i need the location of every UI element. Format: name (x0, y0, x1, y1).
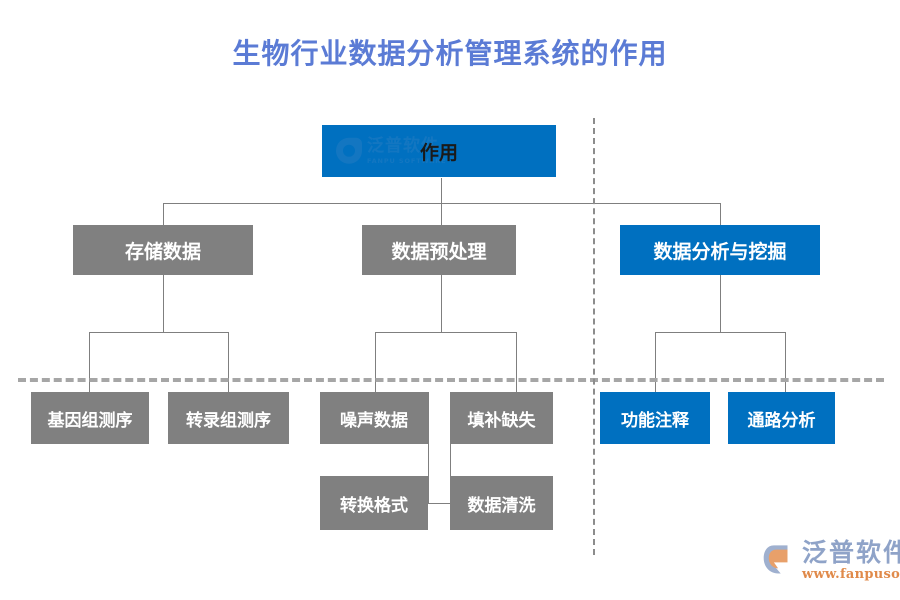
connector-drop-store (163, 203, 164, 225)
node-convert-format-label: 转换格式 (340, 495, 408, 516)
connector-analysis-child2 (785, 332, 786, 392)
node-pathway-analysis-label: 通路分析 (747, 410, 816, 431)
node-data-preprocess[interactable]: 数据预处理 (362, 225, 516, 275)
node-root-label: 作用 (419, 141, 458, 164)
node-data-analysis-mining-label: 数据分析与挖掘 (653, 240, 787, 263)
page-title: 生物行业数据分析管理系统的作用 (232, 37, 668, 70)
dashed-divider-vertical (593, 118, 595, 555)
connector-preprocess-child1 (375, 332, 376, 392)
node-fill-missing-label: 填补缺失 (467, 410, 536, 431)
node-noise-data[interactable]: 噪声数据 (320, 392, 428, 444)
node-root[interactable]: 泛普软件 FANPU SOFTWARE 作用 (322, 125, 556, 177)
connector-store-child1 (89, 332, 90, 392)
node-function-annotation[interactable]: 功能注释 (600, 392, 710, 444)
connector-preprocess-child2 (516, 332, 517, 392)
connector-preprocess-bus (375, 332, 517, 333)
node-data-preprocess-label: 数据预处理 (391, 240, 487, 263)
connector-analysis-bus (655, 332, 785, 333)
connector-noise-to-format (428, 392, 429, 504)
node-data-analysis-mining[interactable]: 数据分析与挖掘 (620, 225, 820, 275)
connector-fill-to-clean (450, 444, 451, 476)
brand-logo: 泛普软件 www.fanpusoft.com (762, 538, 900, 583)
node-genome-sequencing[interactable]: 基因组测序 (31, 392, 149, 444)
watermark-mark-icon (336, 138, 362, 164)
node-store-data[interactable]: 存储数据 (73, 225, 253, 275)
connector-format-to-clean (428, 503, 461, 504)
node-fill-missing[interactable]: 填补缺失 (450, 392, 553, 444)
brand-mark-icon (763, 545, 788, 574)
connector-preprocess-stem (441, 275, 442, 332)
connector-drop-preprocess (441, 203, 442, 225)
dashed-divider-horizontal (18, 378, 884, 382)
node-genome-sequencing-label: 基因组测序 (47, 410, 133, 431)
connector-store-stem (163, 275, 164, 332)
brand-name: 泛普软件 (802, 538, 900, 567)
node-transcriptome-sequencing-label: 转录组测序 (186, 410, 271, 431)
connector-level1-bus (163, 203, 721, 204)
connector-drop-analysis (720, 203, 721, 225)
connector-analysis-stem (720, 275, 721, 332)
node-data-cleaning-label: 数据清洗 (467, 495, 536, 516)
node-store-data-label: 存储数据 (124, 240, 201, 263)
brand-url: www.fanpusoft.com (802, 567, 900, 583)
node-convert-format[interactable]: 转换格式 (320, 476, 428, 530)
connector-store-bus (89, 332, 229, 333)
node-data-cleaning[interactable]: 数据清洗 (450, 476, 553, 530)
connector-store-child2 (228, 332, 229, 392)
node-function-annotation-label: 功能注释 (621, 410, 689, 431)
connector-analysis-child1 (655, 332, 656, 392)
node-transcriptome-sequencing[interactable]: 转录组测序 (168, 392, 289, 444)
node-pathway-analysis[interactable]: 通路分析 (728, 392, 835, 444)
node-noise-data-label: 噪声数据 (340, 410, 408, 431)
connector-root-stem (441, 178, 442, 203)
